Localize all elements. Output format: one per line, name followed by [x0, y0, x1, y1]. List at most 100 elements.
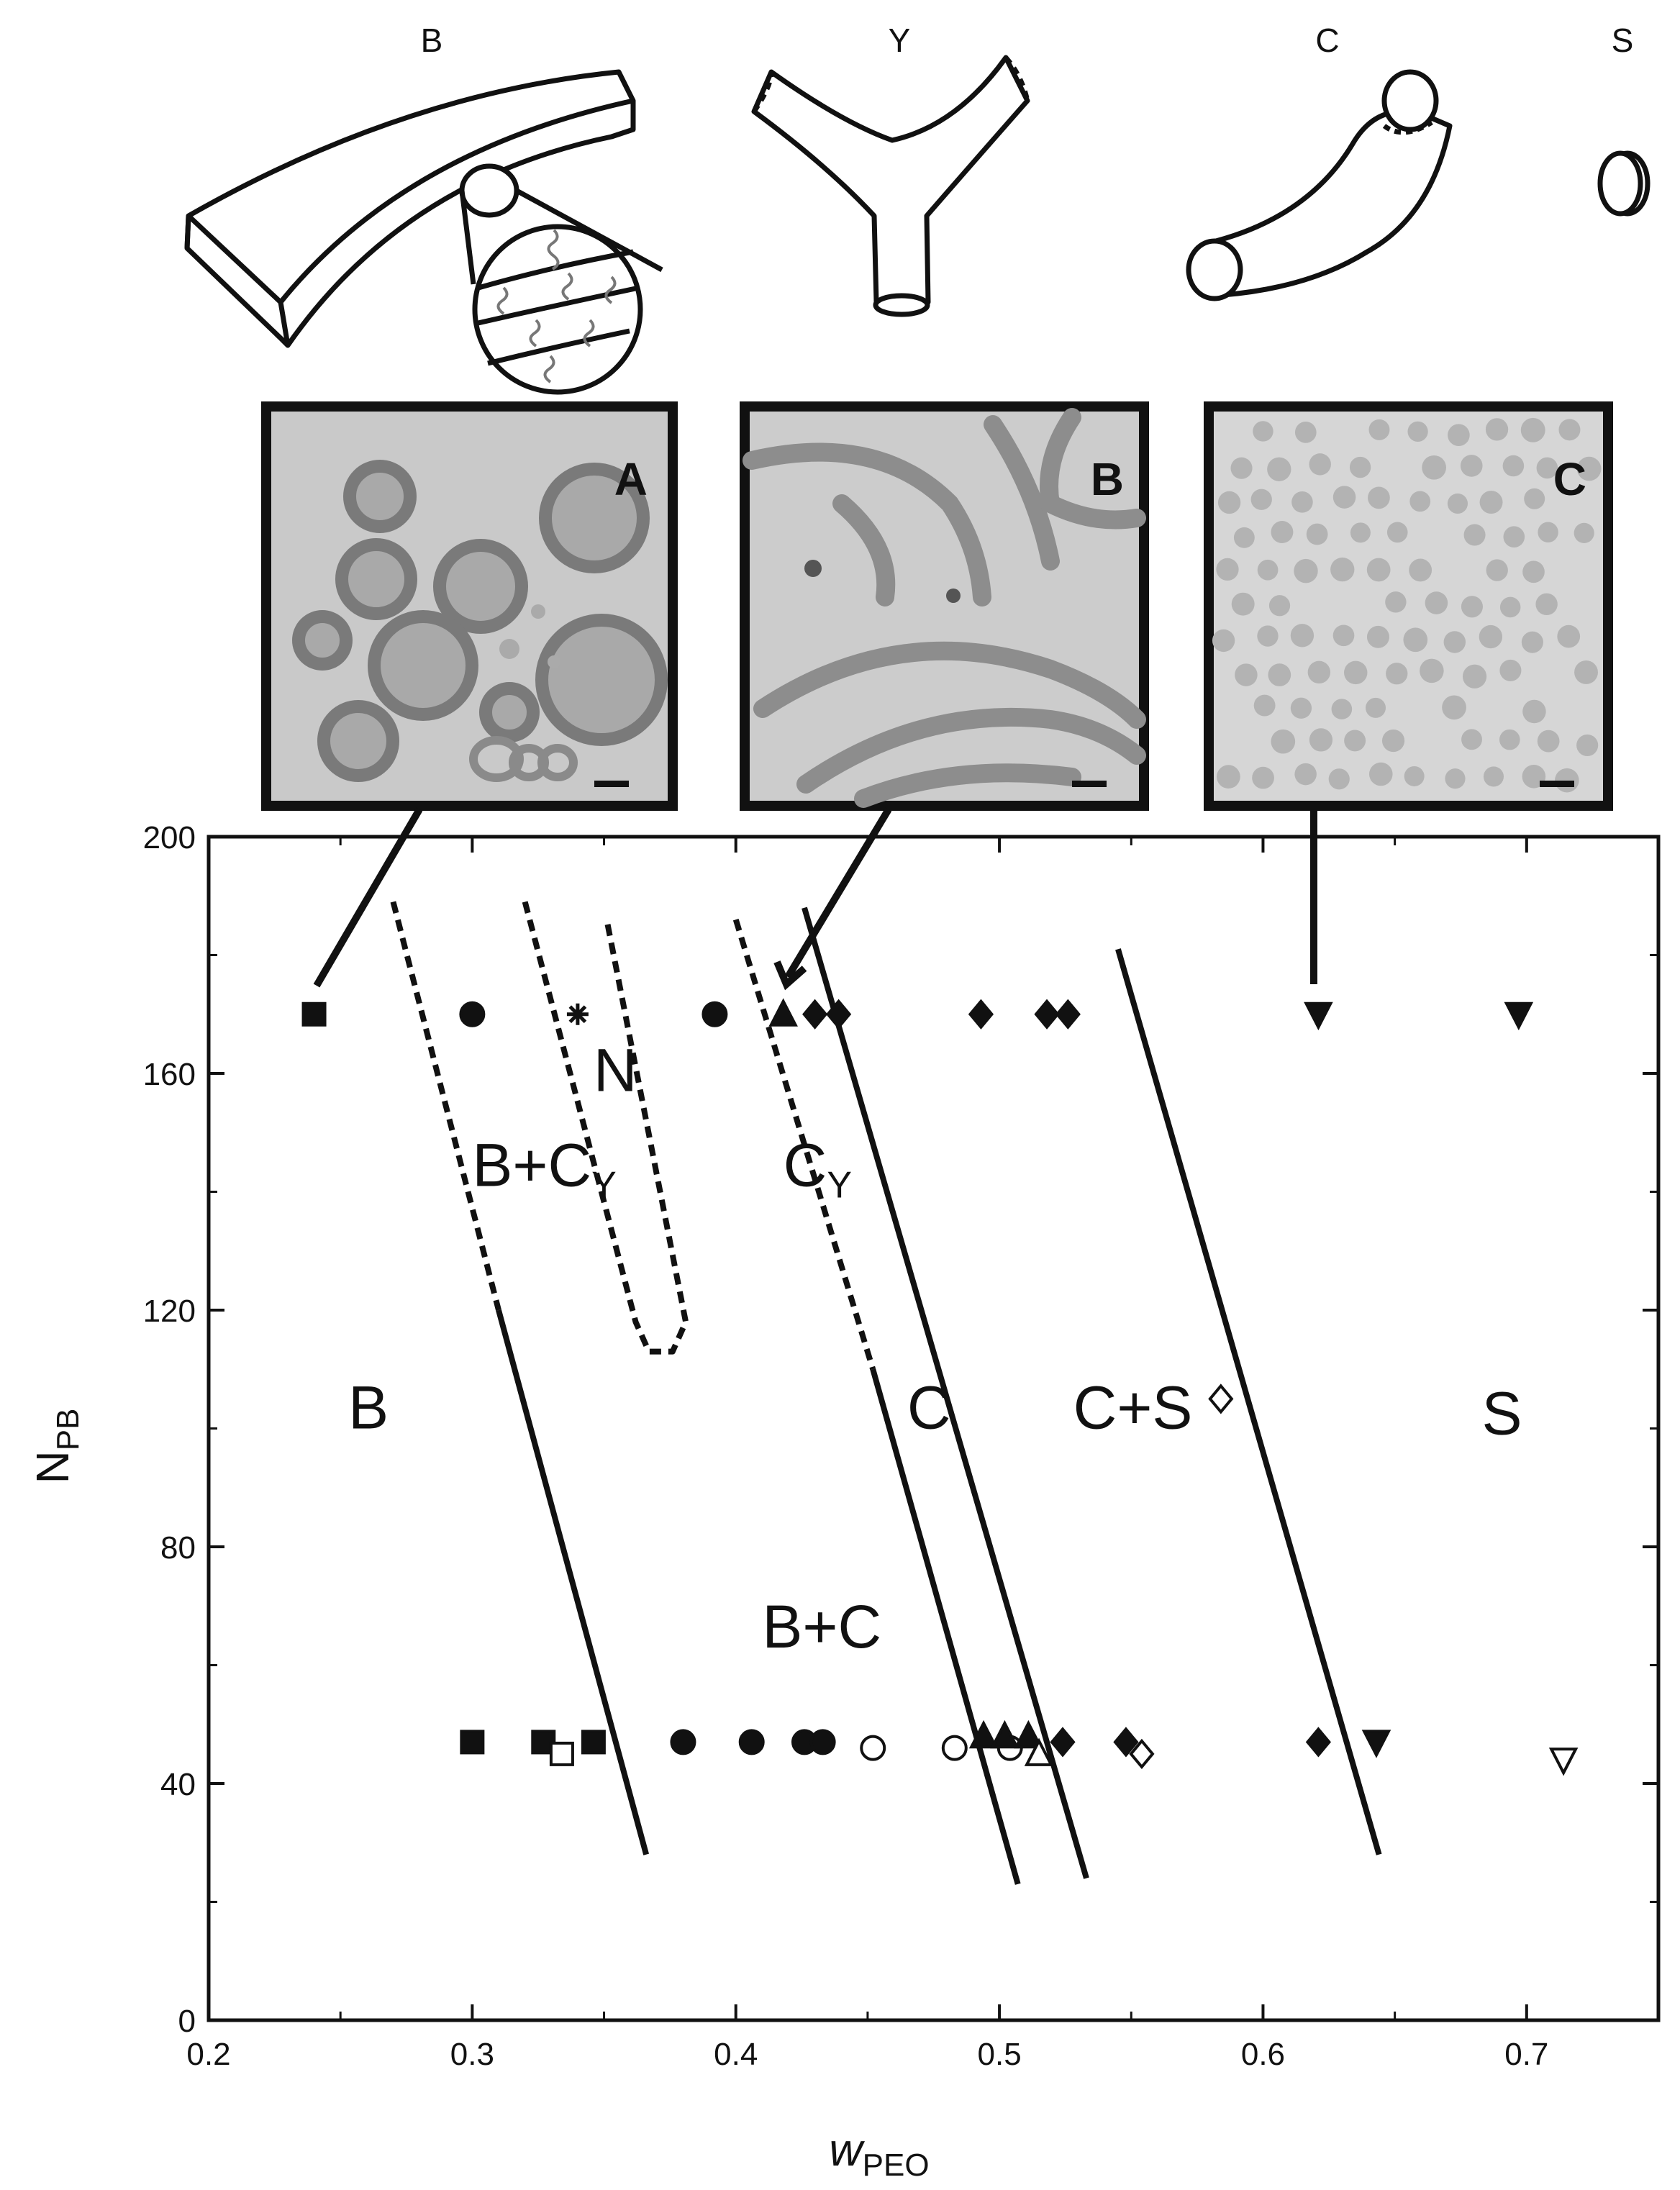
data-point-filled-diamond	[802, 999, 828, 1030]
sketch-label-sphere: S	[1612, 22, 1634, 59]
region-label: C+S	[1073, 1374, 1193, 1442]
phase-boundary-dashed	[390, 901, 501, 1312]
y-tick-label: 0	[178, 2004, 196, 2039]
micelle-dot	[1290, 624, 1315, 648]
micelle-dot	[1294, 763, 1317, 786]
micelle-dot	[1538, 522, 1558, 543]
data-point-filled-triangle-up	[768, 998, 798, 1027]
micelle-dot	[1385, 591, 1407, 613]
y-tick-label: 160	[143, 1057, 196, 1092]
phase-boundaries	[390, 901, 1382, 1885]
x-tick-label: 0.6	[1241, 2037, 1285, 2072]
data-point-filled-triangle-down	[1304, 1001, 1333, 1031]
x-tick-label: 0.2	[186, 2037, 230, 2072]
micelle-dot	[1368, 486, 1390, 509]
micelle-dot	[1267, 457, 1291, 481]
micrograph-panel-a: A	[261, 401, 678, 811]
micelle-dot	[1366, 625, 1389, 648]
micelle-dot	[1443, 631, 1466, 653]
data-point-filled-diamond	[968, 999, 994, 1030]
micelle-dot	[1344, 660, 1368, 685]
micelle-dot	[1253, 421, 1273, 442]
micelle-dot	[1309, 453, 1331, 476]
micelle-dot	[1420, 658, 1444, 683]
data-point-filled-diamond	[1113, 1727, 1139, 1758]
micelle-dot	[1503, 526, 1525, 548]
data-point-filled-circle	[809, 1729, 836, 1755]
sketch-label-cylinder: C	[1315, 22, 1339, 59]
micrograph-label-c: C	[1553, 453, 1586, 505]
y-tick-label: 200	[143, 820, 196, 855]
region-label: CY	[784, 1131, 852, 1206]
region-label: B+C	[762, 1593, 881, 1660]
micelle-dot	[1536, 457, 1558, 479]
micelle-dot	[1407, 421, 1428, 442]
micelle-dot	[1521, 631, 1543, 653]
micelle-dot	[1462, 664, 1487, 689]
data-point-filled-diamond	[826, 999, 852, 1030]
micelle-dot	[1294, 422, 1317, 443]
phase-boundary-dashed	[522, 901, 689, 1355]
micelle-dot	[1555, 768, 1579, 793]
micelle-dot	[1233, 527, 1255, 548]
micelle-dot	[1231, 592, 1255, 616]
data-point-filled-triangle-up	[1014, 1719, 1043, 1749]
micelle-dot	[1349, 456, 1371, 478]
micelle-dot	[1330, 557, 1355, 582]
data-point-filled-circle	[670, 1729, 696, 1755]
micelle-dot	[1483, 766, 1504, 787]
micelle-dot	[1403, 627, 1428, 653]
region-label: N	[594, 1037, 637, 1104]
data-point-filled-square	[581, 1730, 606, 1755]
micelle-dot	[1344, 730, 1366, 752]
sketch-label-bilayer: B	[421, 22, 443, 59]
data-point-open-circle	[941, 1735, 968, 1761]
micelle-dot	[1558, 419, 1581, 441]
micelle-dot	[1479, 491, 1503, 514]
data-point-filled-circle	[701, 1001, 728, 1027]
micelle-dot	[1461, 729, 1482, 750]
data-markers	[301, 998, 1579, 1776]
sketch-panel	[184, 55, 1651, 395]
micelle-dot	[1409, 558, 1432, 582]
micelle-dot	[1404, 765, 1425, 786]
micelle-dot	[1486, 559, 1508, 581]
micelle-dot	[1217, 491, 1241, 514]
sphere-sketch	[1597, 150, 1651, 217]
x-axis-label: wPEO	[829, 2124, 929, 2183]
micelle-dot	[1576, 456, 1602, 481]
micelle-dot	[1271, 521, 1294, 543]
bilayer-sketch	[184, 69, 663, 395]
micelle-dot	[1524, 488, 1545, 509]
micelle-dot	[1369, 762, 1393, 786]
micelle-dot	[1522, 560, 1545, 583]
data-point-open-diamond	[1129, 1738, 1155, 1769]
data-point-filled-circle	[738, 1729, 765, 1755]
phase-boundary-solid	[802, 907, 1089, 1879]
data-point-open-circle	[860, 1735, 886, 1761]
micelle-dot	[1460, 455, 1483, 477]
micelle-dot	[1271, 729, 1296, 754]
micelle-dot	[1442, 695, 1466, 720]
micelle-dot	[1576, 734, 1599, 756]
micelle-dot	[1350, 522, 1371, 543]
x-tick-label: 0.3	[450, 2037, 494, 2072]
micelle-dot	[1574, 522, 1594, 543]
micelle-dot	[1461, 596, 1483, 618]
micelle-dot	[1250, 489, 1272, 510]
micelle-dot	[1463, 524, 1486, 546]
data-point-filled-triangle-up	[990, 1719, 1020, 1749]
phase-boundary-dashed	[732, 918, 876, 1371]
micrograph-connectors	[313, 806, 1317, 991]
micelle-dot	[1212, 629, 1235, 653]
micelle-dot	[1366, 558, 1391, 582]
y-axis-label: NPB	[27, 1409, 86, 1484]
x-tick-label: 0.7	[1504, 2037, 1548, 2072]
data-point-filled-triangle-up	[968, 1719, 999, 1749]
micelle-dot	[1499, 729, 1520, 750]
micelle-dot	[1268, 663, 1291, 686]
phase-boundary-solid	[1115, 948, 1382, 1855]
micelle-dot	[1365, 697, 1386, 718]
